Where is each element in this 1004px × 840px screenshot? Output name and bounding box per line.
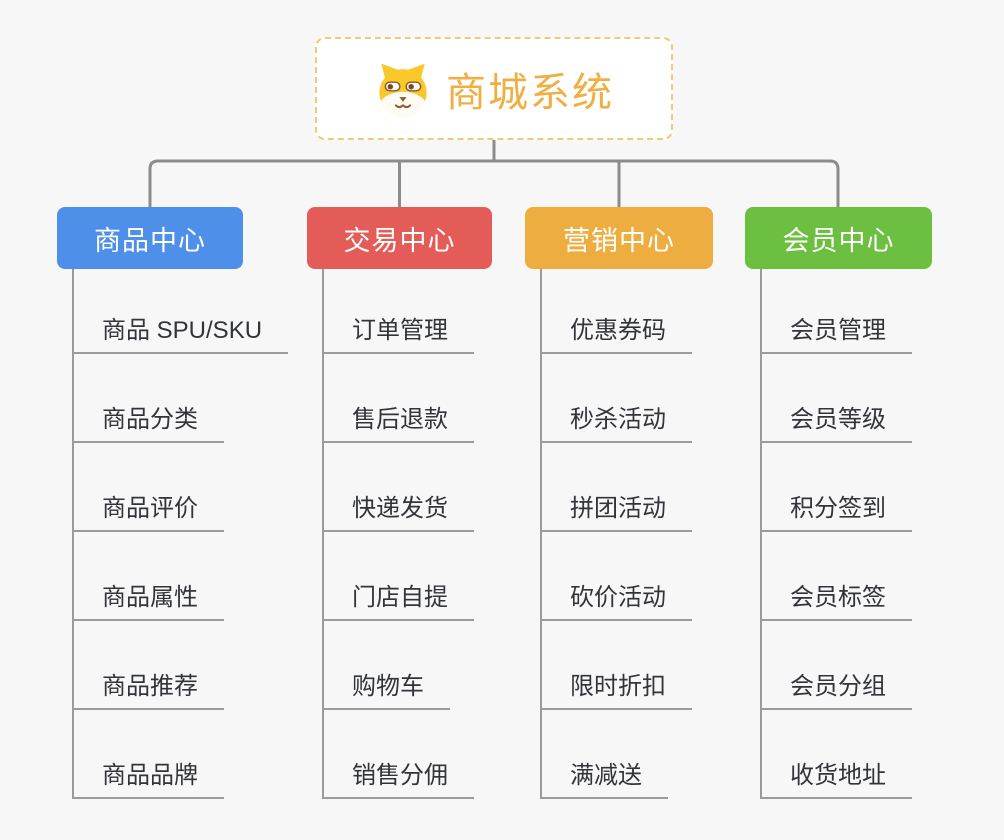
branch-vertical-line <box>72 269 74 799</box>
leaf-node[interactable]: 会员标签 <box>760 583 912 621</box>
leaf-node[interactable]: 商品推荐 <box>72 672 224 710</box>
leaf-node[interactable]: 会员分组 <box>760 672 912 710</box>
branch-node-trade-center[interactable]: 交易中心 <box>307 207 492 269</box>
leaf-node[interactable]: 收货地址 <box>760 761 912 799</box>
leaf-node[interactable]: 积分签到 <box>760 494 912 532</box>
branch-vertical-line <box>540 269 542 799</box>
root-node-mall-system[interactable]: 商城系统 <box>315 37 673 140</box>
leaf-node[interactable]: 售后退款 <box>322 405 474 443</box>
branch-label: 商品中心 <box>94 225 206 256</box>
branch-product-center: 商品中心 商品 SPU/SKU 商品分类 商品评价 商品属性 商品推荐 商品品牌 <box>57 207 289 799</box>
branch-node-marketing-center[interactable]: 营销中心 <box>525 207 713 269</box>
leaf-node[interactable]: 商品品牌 <box>72 761 224 799</box>
branch-trade-center: 交易中心 订单管理 售后退款 快递发货 门店自提 购物车 销售分佣 <box>307 207 492 799</box>
leaf-node[interactable]: 会员管理 <box>760 316 912 354</box>
root-node-title: 商城系统 <box>446 70 614 115</box>
branch-label: 营销中心 <box>563 225 675 256</box>
leaf-node[interactable]: 秒杀活动 <box>540 405 692 443</box>
branch-node-product-center[interactable]: 商品中心 <box>57 207 243 269</box>
leaf-node[interactable]: 优惠券码 <box>540 316 692 354</box>
leaf-node[interactable]: 商品分类 <box>72 405 224 443</box>
leaf-node[interactable]: 满减送 <box>540 761 668 799</box>
branch-vertical-line <box>322 269 324 799</box>
leaf-node[interactable]: 购物车 <box>322 672 450 710</box>
leaf-node[interactable]: 门店自提 <box>322 583 474 621</box>
branch-label: 交易中心 <box>343 225 456 256</box>
dog-face-icon <box>374 60 432 118</box>
leaf-node[interactable]: 砍价活动 <box>540 583 692 621</box>
leaf-node[interactable]: 销售分佣 <box>322 761 474 799</box>
leaf-node[interactable]: 会员等级 <box>760 405 912 443</box>
branch-member-center: 会员中心 会员管理 会员等级 积分签到 会员标签 会员分组 收货地址 <box>745 207 932 799</box>
branch-node-member-center[interactable]: 会员中心 <box>745 207 932 269</box>
branch-marketing-center: 营销中心 优惠券码 秒杀活动 拼团活动 砍价活动 限时折扣 满减送 <box>525 207 713 799</box>
leaf-node[interactable]: 限时折扣 <box>540 672 692 710</box>
leaf-node[interactable]: 商品 SPU/SKU <box>72 316 289 354</box>
leaf-node[interactable]: 商品属性 <box>72 583 224 621</box>
branch-label: 会员中心 <box>782 225 895 256</box>
leaf-node[interactable]: 订单管理 <box>322 316 474 354</box>
leaf-node[interactable]: 快递发货 <box>322 494 474 532</box>
branch-vertical-line <box>760 269 762 799</box>
leaf-node[interactable]: 商品评价 <box>72 494 224 532</box>
leaf-node[interactable]: 拼团活动 <box>540 494 692 532</box>
